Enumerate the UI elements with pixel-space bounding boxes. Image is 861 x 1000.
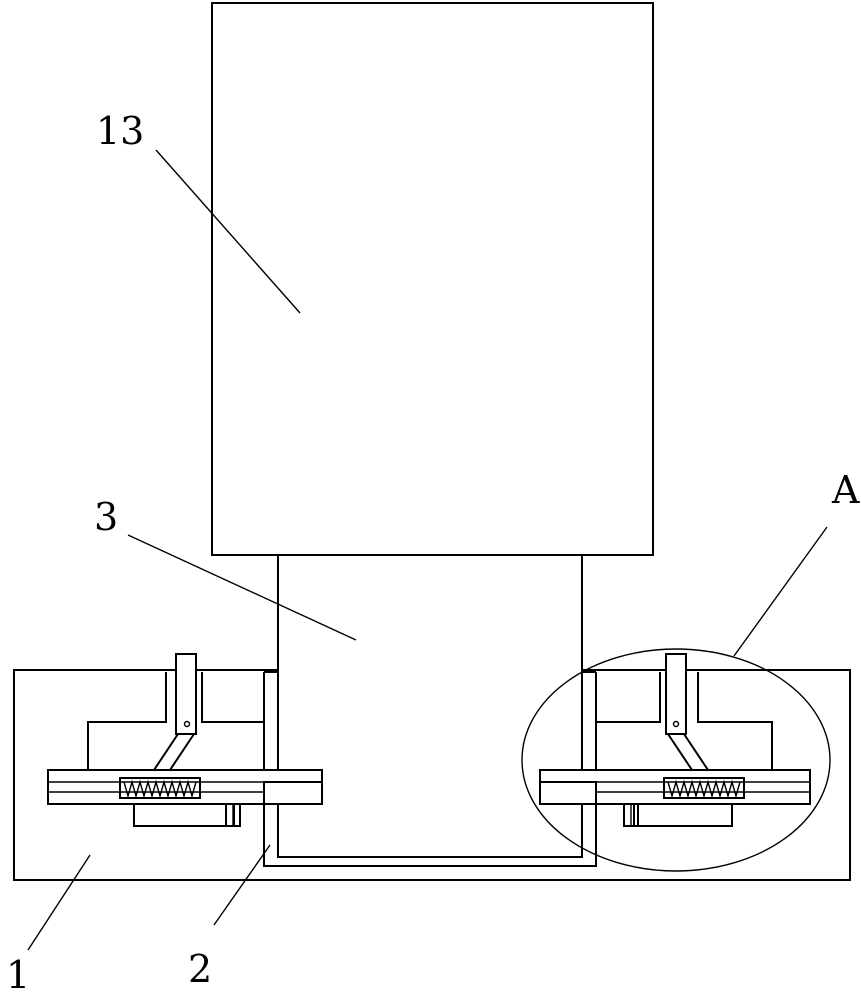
leader-3: [127, 534, 357, 641]
spring-left: [123, 779, 197, 799]
label-13: 13: [96, 109, 144, 153]
column: [277, 554, 583, 858]
right-clamp-mechanism: [539, 653, 811, 827]
leader-a: [733, 526, 828, 657]
spring-right: [667, 779, 741, 799]
leader-1: [27, 854, 91, 951]
label-3: 3: [94, 495, 118, 539]
label-2: 2: [188, 947, 212, 991]
detail-circle-a: [521, 648, 831, 872]
leader-13: [155, 149, 301, 314]
left-clamp-mechanism: [47, 653, 323, 827]
label-1: 1: [6, 953, 30, 997]
leader-2: [213, 844, 271, 926]
upper-housing: [211, 2, 654, 556]
label-a: A: [831, 468, 860, 512]
